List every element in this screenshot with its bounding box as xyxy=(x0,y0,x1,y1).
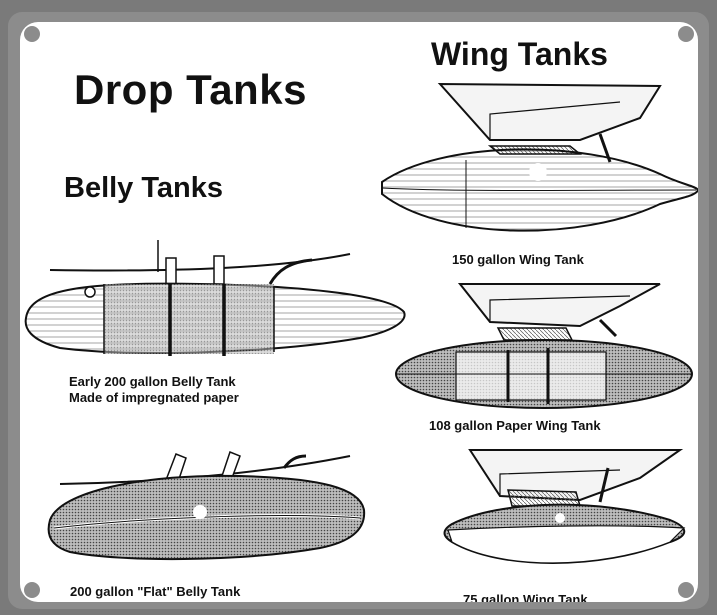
belly-tank-200-flat-drawing xyxy=(47,451,366,561)
poster-title: Drop Tanks xyxy=(74,66,307,113)
section-title-wing-tanks: Wing Tanks xyxy=(431,36,608,72)
mount-hole-top-right xyxy=(678,26,694,42)
poster-panel: Drop Tanks Wing Tanks Belly Tanks 150 ga… xyxy=(20,22,698,602)
wing-tank-75-drawing xyxy=(443,449,686,564)
caption-belly-tank-flat: 200 gallon "Flat" Belly Tank xyxy=(70,584,241,599)
wing-tank-108-drawing xyxy=(395,283,693,409)
caption-wing-tank-108: 108 gallon Paper Wing Tank xyxy=(429,418,601,433)
tank-drawings xyxy=(24,82,698,564)
mount-hole-bottom-right xyxy=(678,582,694,598)
caption-belly-tank-200-paper: Early 200 gallon Belly Tank Made of impr… xyxy=(69,374,239,406)
section-title-belly-tanks: Belly Tanks xyxy=(64,172,224,204)
caption-wing-tank-75: 75 gallon Wing Tank xyxy=(463,592,588,602)
caption-belly-tank-200-line2: Made of impregnated paper xyxy=(69,390,239,405)
caption-belly-tank-200-line1: Early 200 gallon Belly Tank xyxy=(69,374,236,389)
wing-tank-150-drawing xyxy=(381,82,698,232)
mount-hole-top-left xyxy=(24,26,40,42)
belly-tank-200-paper-drawing xyxy=(24,240,406,356)
caption-wing-tank-150: 150 gallon Wing Tank xyxy=(452,252,584,267)
mount-hole-bottom-left xyxy=(24,582,40,598)
